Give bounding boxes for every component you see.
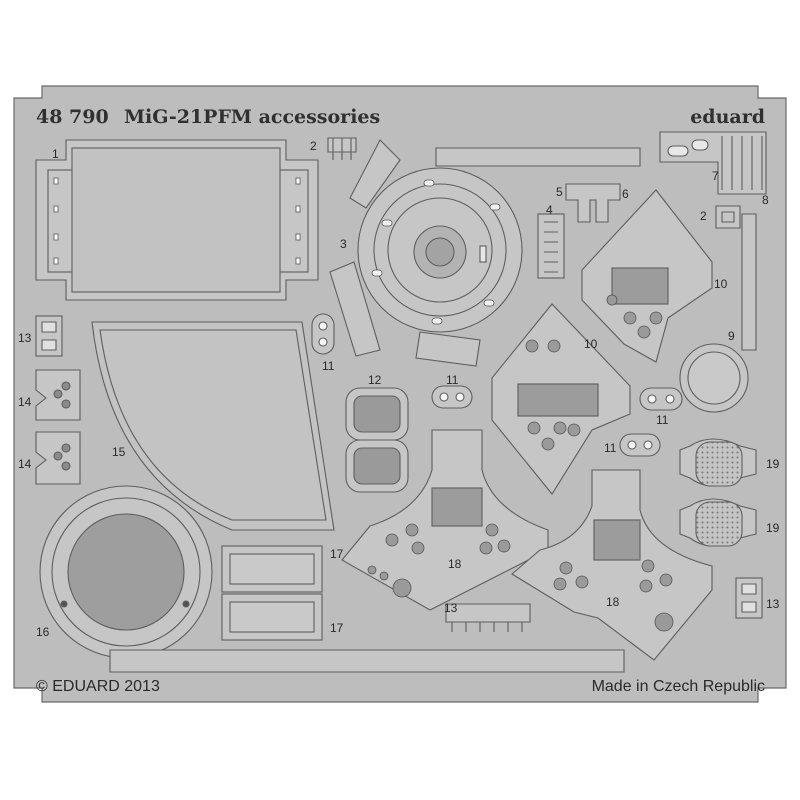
part-number-13a: 13 [18,331,32,345]
part-number-11b: 11 [446,373,459,387]
copyright-text: © EDUARD 2013 [36,678,160,695]
part-17-panels [221,545,323,641]
part-number-18a: 18 [448,557,462,571]
part-number-19b: 19 [766,521,780,535]
part-1-panel [35,139,319,301]
part-number-10b: 10 [584,337,598,351]
part-number-14a: 14 [18,395,32,409]
part-number-13b: 13 [444,601,458,615]
part-14-bracket-upper [35,369,81,421]
part-13-clip-right [735,577,763,619]
part-10-bracket-lower [491,303,631,495]
part-19-mesh-lower [679,498,757,547]
part-10-bracket-upper [581,189,713,363]
part-number-17b: 17 [330,621,344,635]
part-16-disc [39,485,625,673]
part-9-ring [679,213,757,413]
part-number-12: 12 [368,373,382,387]
part-7-8-grille [659,131,767,195]
part-number-18b: 18 [606,595,620,609]
part-number-1: 1 [52,147,59,161]
part-11-washer-c [639,387,683,411]
part-12-frames [345,387,409,493]
part-number-4: 4 [546,203,553,217]
part-13-clip-left [35,315,63,357]
part-11-washer-a [311,313,335,355]
part-3-circular-plate [329,139,641,367]
part-2-clip-top [327,137,357,160]
part-5-6-brackets [565,183,621,223]
part-number-8: 8 [762,193,769,207]
part-number-5: 5 [556,185,563,199]
part-19-mesh-upper [679,438,757,487]
part-number-2a: 2 [310,139,317,153]
part-18-mount-right [511,469,713,661]
part-number-16: 16 [36,625,50,639]
part-number-19a: 19 [766,457,780,471]
part-18-mount-left [341,429,549,611]
part-2-clip-right [715,205,741,229]
part-number-13c: 13 [766,597,780,611]
part-number-14b: 14 [18,457,32,471]
product-code: 48 790 [36,106,109,128]
product-name: MiG-21PFM accessories [124,106,380,128]
origin-text: Made in Czech Republic [592,678,765,695]
part-4-ladder [537,213,565,279]
part-number-17a: 17 [330,547,344,561]
brand-logo: eduard [690,106,765,128]
part-number-6: 6 [622,187,629,201]
part-number-2b: 2 [700,209,707,223]
part-14-bracket-lower [35,431,81,485]
part-11-washer-b [431,385,473,409]
part-number-11d: 11 [604,441,617,455]
part-number-7: 7 [712,169,719,183]
part-number-9: 9 [728,329,735,343]
part-number-15: 15 [112,445,126,459]
part-13-comb [445,603,531,632]
part-11-washer-d [619,433,661,457]
part-number-11c: 11 [656,413,669,427]
part-number-10a: 10 [714,277,728,291]
part-number-3: 3 [340,237,347,251]
part-15-quarter-panel [91,321,335,531]
part-number-11a: 11 [322,359,335,373]
